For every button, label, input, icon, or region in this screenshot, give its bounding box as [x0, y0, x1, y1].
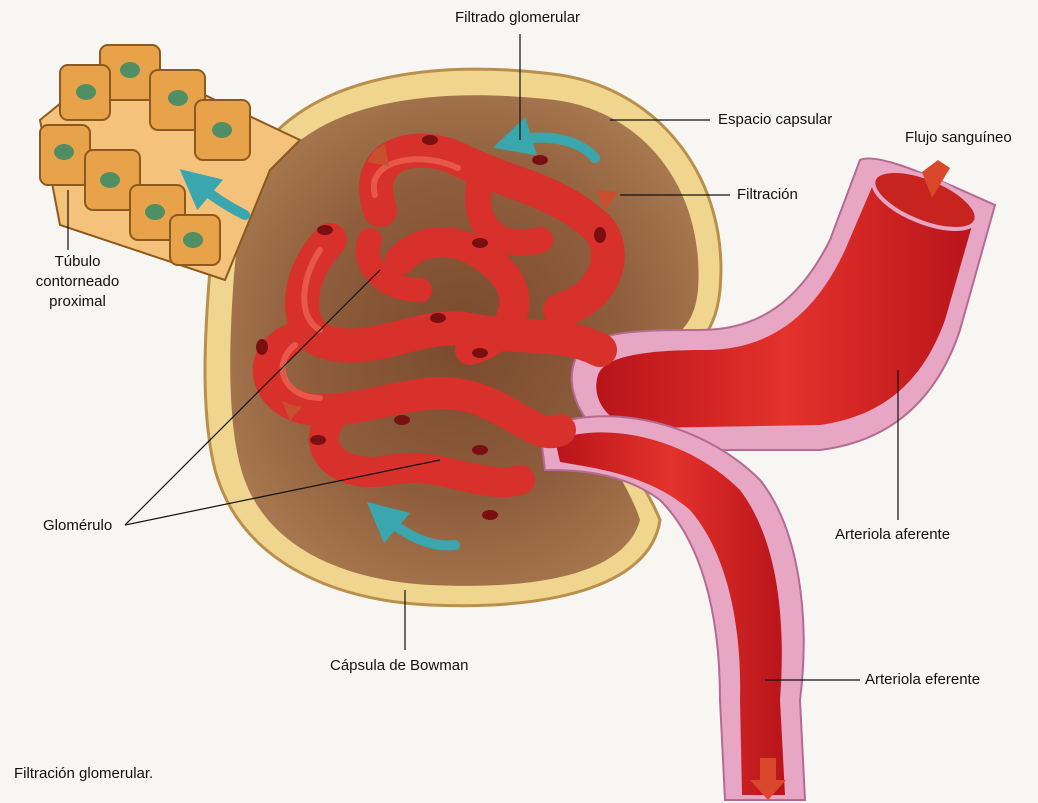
- label-arteriola-aferente: Arteriola aferente: [835, 525, 950, 545]
- label-arteriola-eferente: Arteriola eferente: [865, 670, 980, 690]
- label-tubulo-line3: proximal: [25, 292, 130, 312]
- label-capsula-bowman: Cápsula de Bowman: [330, 656, 468, 676]
- label-tubulo-line2: contorneado: [25, 272, 130, 292]
- label-filtrado-glomerular: Filtrado glomerular: [455, 8, 580, 28]
- label-filtracion: Filtración: [737, 185, 798, 205]
- figure-caption: Filtración glomerular.: [14, 765, 153, 782]
- label-espacio-capsular: Espacio capsular: [718, 110, 832, 130]
- label-glomerulo: Glomérulo: [43, 516, 112, 536]
- label-tubulo-proximal: Túbulo contorneado proximal: [25, 252, 130, 312]
- label-flujo-sanguineo: Flujo sanguíneo: [905, 128, 1012, 148]
- label-tubulo-line1: Túbulo: [25, 252, 130, 272]
